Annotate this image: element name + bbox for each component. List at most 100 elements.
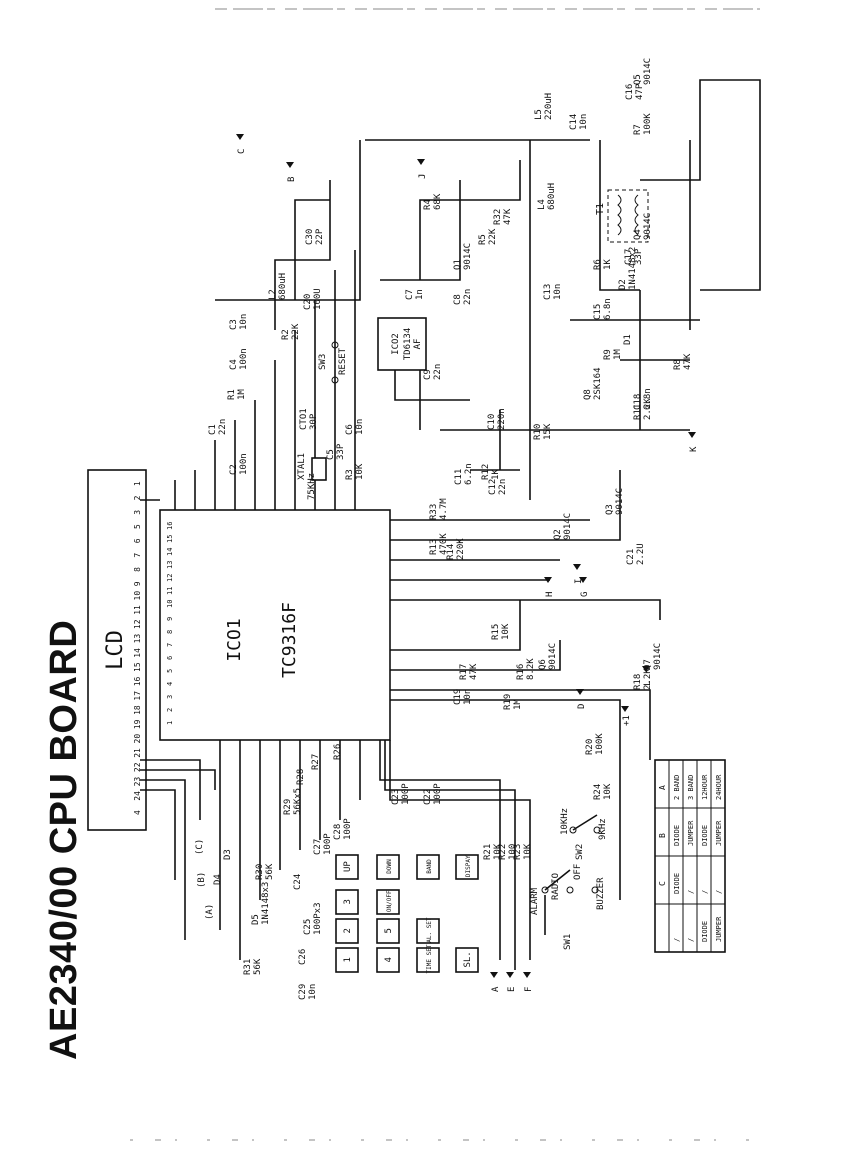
connector-label: F xyxy=(524,987,534,992)
component-value: 9014C xyxy=(643,58,653,85)
component-value: 10n xyxy=(553,284,563,300)
component-ref: R19 xyxy=(503,694,513,710)
connector-label: A xyxy=(491,986,501,992)
lcd-pin-number: 8 xyxy=(133,567,142,572)
component-ref: R10 xyxy=(533,424,543,440)
sw1-alarm-label: ALARM xyxy=(530,887,540,915)
table-cell: / xyxy=(701,890,709,894)
component-ref: C20 xyxy=(303,294,313,310)
component-ref: R18 xyxy=(633,674,643,690)
key-label: SL. xyxy=(463,951,473,967)
component-ref: C4 xyxy=(229,359,239,370)
lcd-pin-number: 13 xyxy=(133,634,142,644)
key-al-set: AL. SET xyxy=(416,917,440,944)
key-label: AL. SET xyxy=(426,917,433,943)
component-value: 10n xyxy=(355,419,365,435)
connector-label: D xyxy=(577,704,587,709)
component-ref: C2 xyxy=(229,464,239,475)
table-cell: JUMPER xyxy=(715,820,723,846)
component-ref: C19 xyxy=(453,689,463,705)
component-value: 100P xyxy=(323,833,333,855)
component-ref: Q3 xyxy=(605,504,615,515)
component-value: 100n xyxy=(239,453,249,475)
component-value: 47K xyxy=(469,663,479,680)
component-ref: R13 xyxy=(429,539,439,555)
lcd-pin-number: 14 xyxy=(133,648,142,658)
component-value: 1N4148x2 xyxy=(628,247,638,290)
key-label: ON/OFF xyxy=(386,890,393,912)
component-ref: Q4 xyxy=(633,229,643,240)
key-label: DISPAY xyxy=(465,855,472,877)
component-ref: C8 xyxy=(453,294,463,305)
key-label: 5 xyxy=(384,928,394,933)
component-value: 1n xyxy=(415,289,425,300)
table-cell: / xyxy=(673,938,681,942)
component-ref: R26 xyxy=(333,744,343,760)
component-ref: R30 xyxy=(255,864,265,880)
component-value: 1M xyxy=(513,699,523,710)
connector-F: F xyxy=(523,972,534,992)
component-value: 6.8n xyxy=(603,298,613,320)
connector-D: D xyxy=(576,689,587,709)
component-ref: C22 xyxy=(423,789,433,805)
ic1-pin-number: 13 xyxy=(166,561,174,569)
component-ref: R21 xyxy=(483,844,493,860)
component-ref: C18 xyxy=(633,394,643,410)
ic1-pin-number: 5 xyxy=(166,669,174,673)
lcd-pin-number: 22 xyxy=(133,762,142,772)
sw1-off-label: OFF xyxy=(573,864,583,880)
component-value: 10n xyxy=(239,314,249,330)
component-value: 100K xyxy=(595,733,605,755)
ic1-pin-number: 7 xyxy=(166,643,174,647)
component-ref: C6 xyxy=(345,424,355,435)
component-value: 22n xyxy=(463,289,473,305)
component-value: 22n xyxy=(218,419,228,435)
key-on-off: ON/OFF xyxy=(376,889,400,915)
component-ref: R31 xyxy=(243,959,253,975)
table-cell: 24HOUR xyxy=(715,774,723,800)
component-ref: Q5 xyxy=(633,74,643,85)
ic1-pin-number: 1 xyxy=(166,721,174,725)
component-ref: R11 xyxy=(633,404,643,420)
component-value: 100K xyxy=(643,113,653,135)
key-up: UP xyxy=(335,854,359,880)
ic1-pin-number: 9 xyxy=(166,617,174,621)
connector-G: G xyxy=(579,577,590,597)
component-ref: C15 xyxy=(593,304,603,320)
component-value: 47K xyxy=(683,353,693,370)
component-ref: C1 xyxy=(208,424,218,435)
component-ref: R7 xyxy=(633,124,643,135)
connector-label: H xyxy=(545,592,555,597)
oscillator-section: XTAL1 75KHz CTO1 30P SW3 RESET xyxy=(297,341,348,500)
ic1-pin-number: 6 xyxy=(166,656,174,660)
lcd-pin-number: 10 xyxy=(133,591,142,601)
component-ref: D3 xyxy=(223,849,233,860)
sw2-9khz-label: 9KHz xyxy=(598,818,608,840)
ic1-pin-number: 11 xyxy=(166,587,174,595)
lcd-pin-number: 24 xyxy=(133,791,142,801)
key-sl-: SL. xyxy=(455,947,479,973)
connector-label: J xyxy=(418,174,428,179)
component-value: 22K xyxy=(488,228,498,245)
component-ref: C14 xyxy=(569,114,579,130)
ic2-amplifier: ICO2 TD6134 AF xyxy=(377,317,427,371)
component-value: 6.2n xyxy=(464,463,474,485)
connector-label: K xyxy=(689,446,699,452)
sw2-10khz-label: 10KHz xyxy=(560,808,570,835)
component-value: 9014C xyxy=(615,488,625,515)
component-ref: C24 xyxy=(293,874,303,890)
